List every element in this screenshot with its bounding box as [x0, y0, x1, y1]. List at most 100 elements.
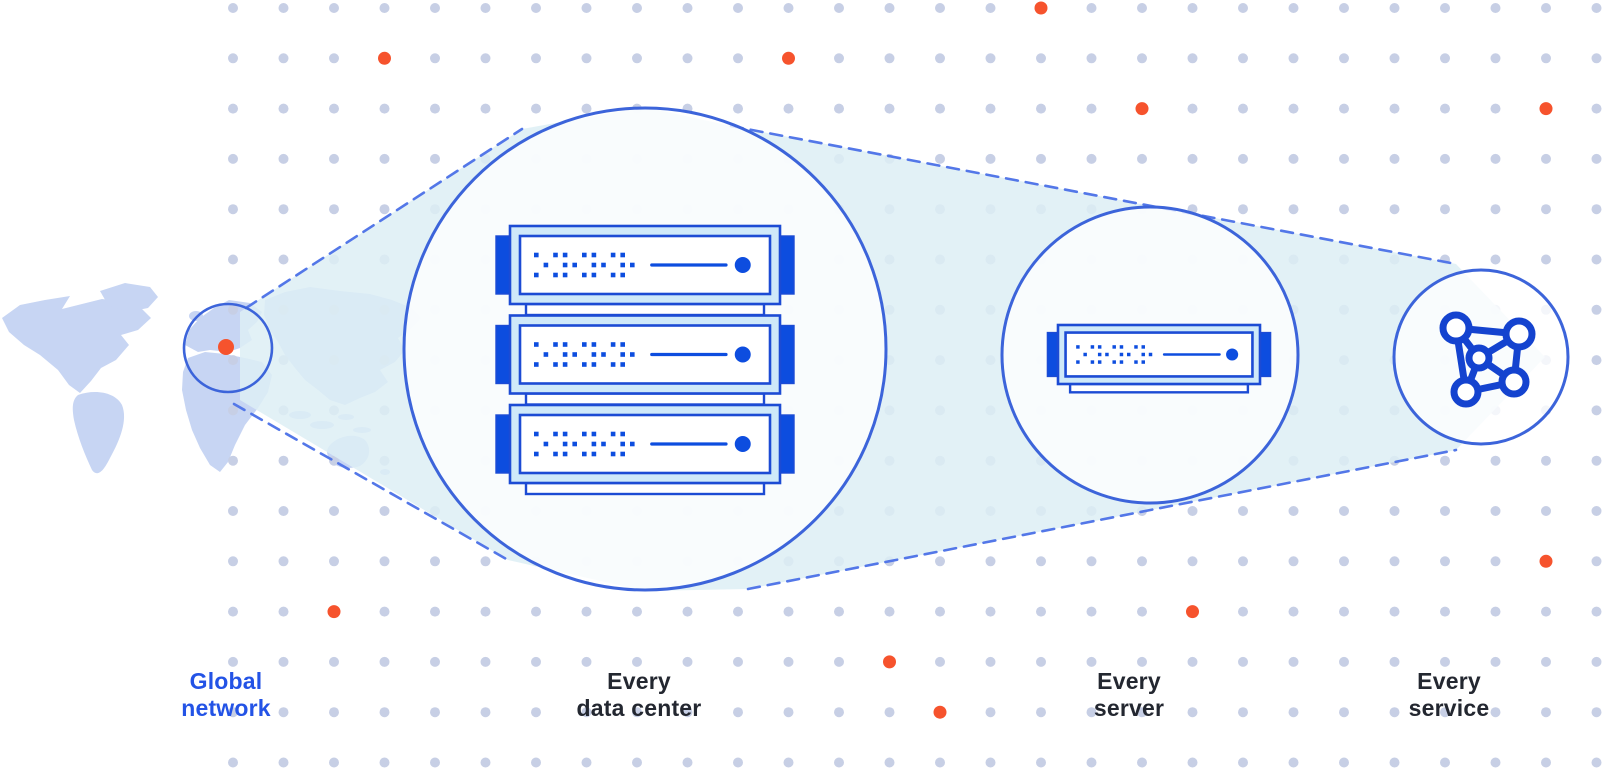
grid-dot	[1490, 204, 1501, 215]
mesh-network-icon	[1439, 311, 1536, 408]
grid-dot	[329, 153, 339, 164]
grid-dot	[1339, 757, 1349, 768]
pixel-matrix-dot	[1097, 345, 1102, 349]
grid-dot	[1591, 757, 1602, 768]
pixel-matrix-dot	[620, 342, 625, 347]
grid-dot	[935, 103, 945, 114]
grid-dot	[834, 606, 844, 617]
label-line: Every	[607, 668, 671, 694]
grid-dot	[1339, 3, 1349, 13]
grid-dot	[1591, 103, 1602, 114]
grid-dot	[1440, 656, 1450, 667]
grid-dot	[682, 757, 693, 768]
grid-dot	[1591, 556, 1602, 567]
grid-dot	[1541, 53, 1551, 64]
grid-dot	[985, 3, 996, 13]
grid-dot	[1591, 405, 1602, 416]
grid-dot	[1238, 757, 1248, 768]
grid-dot	[884, 3, 895, 13]
pixel-matrix-dot	[562, 342, 568, 347]
grid-dot	[581, 656, 592, 667]
server-unit	[495, 403, 795, 496]
grid-dot	[581, 606, 592, 617]
grid-dot	[278, 455, 289, 466]
pixel-matrix-dot	[1105, 352, 1109, 357]
grid-dot	[1591, 153, 1602, 164]
mesh-node	[1465, 344, 1493, 372]
pixel-matrix-dot	[582, 252, 587, 258]
grid-dot	[1591, 355, 1602, 366]
pixel-matrix-dot	[562, 441, 568, 447]
grid-dot	[985, 556, 996, 567]
dashed-line-map-to-datacenter-bottom	[232, 402, 510, 562]
grid-dot	[1036, 707, 1046, 718]
pixel-matrix-dot	[553, 362, 558, 367]
pixel-matrix-dot	[553, 272, 558, 278]
grid-dot	[1036, 656, 1046, 667]
grid-dot	[581, 707, 592, 718]
grid-dot	[329, 656, 339, 667]
grid-dot	[1541, 254, 1551, 265]
grid-dot	[1490, 656, 1501, 667]
pixel-matrix-dot	[601, 352, 606, 357]
grid-dot	[228, 53, 238, 64]
pixel-matrix-dot	[1141, 360, 1145, 364]
grid-dot	[329, 3, 339, 13]
pixel-matrix-dot	[572, 352, 577, 357]
grid-dot	[430, 53, 440, 64]
server-led	[1226, 348, 1239, 361]
grid-dot	[985, 656, 996, 667]
grid-dot	[1187, 53, 1198, 64]
grid-dot	[1187, 506, 1198, 516]
pixel-matrix-dot	[553, 451, 558, 457]
pixel-matrix-dot	[620, 451, 625, 457]
grid-dot	[1591, 53, 1602, 64]
server-faceplate	[1064, 331, 1254, 378]
grid-dot	[733, 757, 743, 768]
pixel-matrix-dot	[620, 441, 625, 447]
accent-dot	[327, 605, 341, 619]
grid-dot	[1187, 656, 1198, 667]
continent-south-america	[72, 392, 125, 474]
grid-dot	[935, 606, 945, 617]
grid-dot	[329, 204, 339, 215]
grid-dot	[379, 757, 390, 768]
grid-dot	[884, 606, 895, 617]
grid-dot	[1440, 204, 1450, 215]
continent-north-america	[2, 296, 151, 393]
grid-dot	[1288, 656, 1299, 667]
accent-dot	[1034, 1, 1048, 15]
pixel-matrix-dot	[582, 362, 587, 367]
grid-dot	[783, 757, 794, 768]
grid-dot	[278, 254, 289, 265]
grid-dot	[278, 53, 289, 64]
pixel-matrix-dot	[591, 441, 597, 447]
grid-dot	[1490, 53, 1501, 64]
grid-dot	[430, 656, 440, 667]
pixel-matrix-dot	[534, 342, 539, 347]
grid-dot	[228, 153, 238, 164]
pixel-matrix-dot	[591, 342, 597, 347]
pixel-matrix-dot	[1141, 352, 1145, 357]
grid-dot	[1288, 757, 1299, 768]
grid-dot	[733, 103, 743, 114]
grid-dot	[1137, 153, 1147, 164]
grid-dot	[1238, 3, 1248, 13]
grid-dot	[1591, 656, 1602, 667]
grid-dot	[1541, 204, 1551, 215]
grid-dot	[581, 757, 592, 768]
grid-dot	[278, 153, 289, 164]
grid-dot	[834, 656, 844, 667]
grid-dot	[278, 606, 289, 617]
grid-dot	[1086, 153, 1097, 164]
pixel-matrix-dot	[610, 342, 616, 347]
grid-dot	[682, 656, 693, 667]
grid-dot	[480, 757, 491, 768]
grid-dot	[581, 3, 592, 13]
grid-dot	[1389, 103, 1400, 114]
pixel-matrix-dot	[582, 342, 587, 347]
grid-dot	[531, 757, 541, 768]
label-line: service	[1408, 695, 1490, 721]
grid-dot	[1339, 707, 1349, 718]
grid-dot	[985, 153, 996, 164]
